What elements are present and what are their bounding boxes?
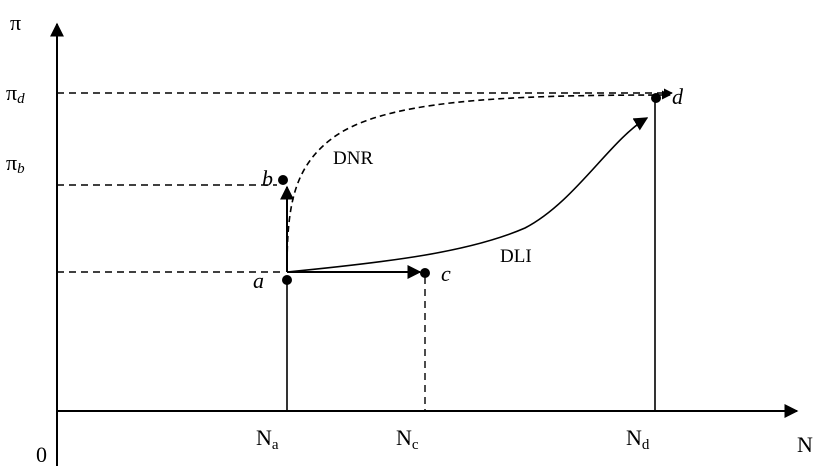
x-tick-n-a: Na: [256, 425, 279, 453]
x-axis-label: N: [797, 432, 813, 457]
label-dli: DLI: [500, 246, 532, 267]
point-a: [282, 275, 292, 285]
y-axis-label: π: [10, 10, 21, 35]
x-tick-n-d: Nd: [626, 425, 650, 453]
label-d: d: [672, 84, 684, 109]
x-tick-n-c: Nc: [396, 425, 419, 453]
point-d: [651, 93, 661, 103]
label-a: a: [253, 268, 264, 293]
label-dnr: DNR: [333, 148, 373, 169]
curve-dnr: [286, 90, 671, 273]
label-c: c: [441, 261, 451, 286]
point-c: [420, 268, 430, 278]
curve-dli: [286, 117, 649, 273]
point-b: [278, 175, 288, 185]
y-tick-pi-b: πb: [6, 150, 25, 177]
origin-label: 0: [36, 442, 47, 466]
label-b: b: [262, 166, 273, 191]
y-tick-pi-d: πd: [6, 80, 25, 107]
